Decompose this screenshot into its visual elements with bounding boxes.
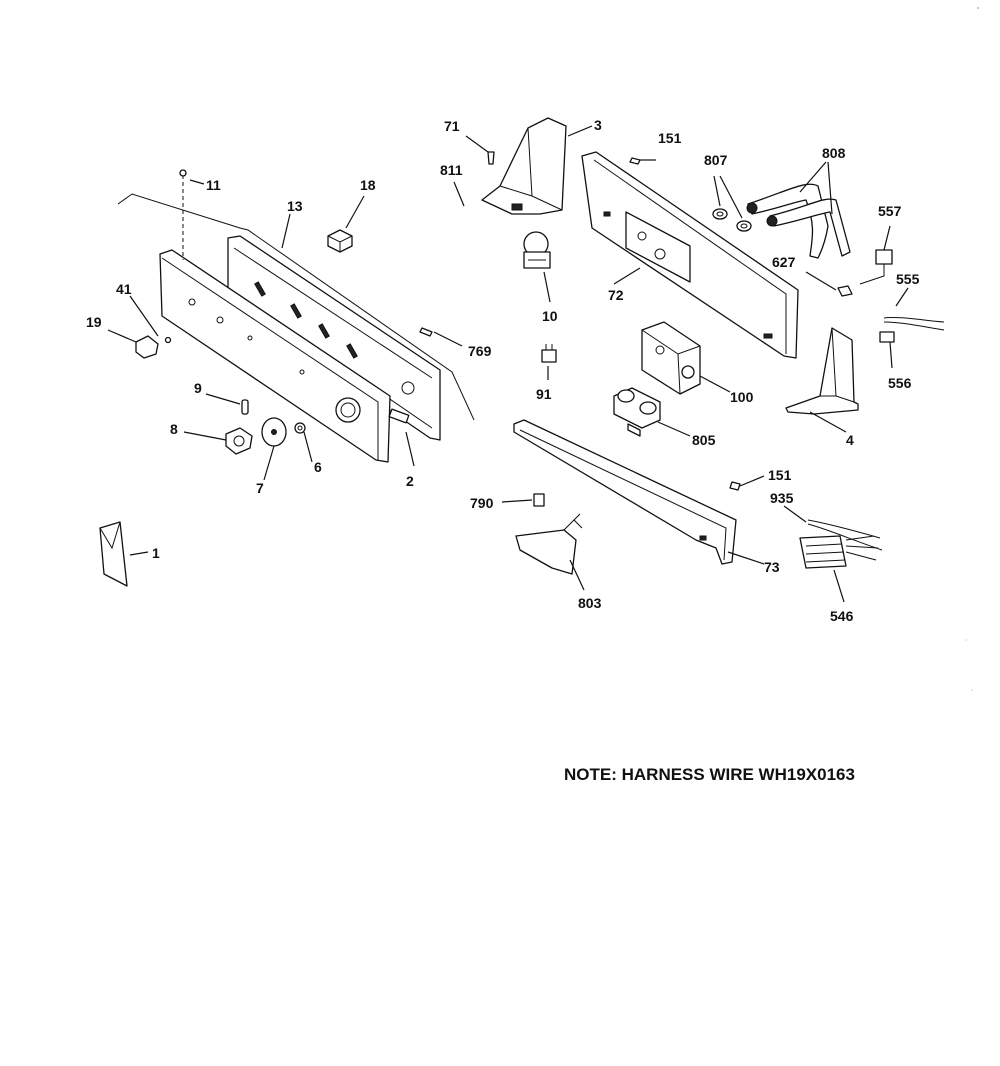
part-19-knob — [135, 335, 172, 359]
callout-556: 556 — [888, 375, 912, 391]
callout-803: 803 — [578, 595, 602, 611]
callout-151-bottom: 151 — [768, 467, 792, 483]
callout-555: 555 — [896, 271, 920, 287]
callout-805: 805 — [692, 432, 716, 448]
part-627-clip — [837, 285, 853, 297]
part-9-clip — [241, 399, 249, 415]
part-71-screw — [487, 151, 495, 165]
callout-71: 71 — [444, 118, 460, 134]
part-807-washers — [712, 208, 752, 232]
callout-6: 6 — [314, 459, 322, 475]
console-outline — [117, 193, 475, 421]
part-557-switch — [859, 249, 893, 285]
part-2-control-panel — [159, 249, 410, 463]
part-151-screw-bottom — [729, 481, 741, 491]
callout-labels: 1 2 3 4 6 7 8 9 10 11 13 18 19 41 71 72 … — [86, 117, 920, 624]
callout-811: 811 — [440, 162, 463, 178]
callout-8: 8 — [170, 421, 178, 437]
part-1-manual — [99, 521, 128, 587]
part-6-nut — [294, 422, 306, 434]
callout-557: 557 — [878, 203, 902, 219]
callout-769: 769 — [468, 343, 492, 359]
scan-specks — [965, 7, 979, 691]
callout-100: 100 — [730, 389, 754, 405]
part-11-screw — [179, 169, 187, 260]
callout-546: 546 — [830, 608, 854, 624]
part-8-knob — [225, 427, 253, 455]
callout-808: 808 — [822, 145, 846, 161]
callout-19: 19 — [86, 314, 102, 330]
part-790-clip — [533, 493, 545, 507]
part-72-backsplash — [581, 151, 799, 359]
callout-72: 72 — [608, 287, 624, 303]
callout-807: 807 — [704, 152, 728, 168]
callout-73: 73 — [764, 559, 780, 575]
callout-1: 1 — [152, 545, 160, 561]
part-18-clip — [327, 229, 353, 253]
part-73-mounting-bracket — [513, 419, 737, 565]
callout-4: 4 — [846, 432, 854, 448]
part-808-hoses — [746, 183, 851, 259]
part-3-end-cap — [481, 117, 567, 215]
callout-91: 91 — [536, 386, 552, 402]
callout-41: 41 — [116, 281, 132, 297]
harness-note: NOTE: HARNESS WIRE WH19X0163 — [564, 765, 855, 784]
callout-11: 11 — [206, 177, 221, 193]
part-546-harness — [799, 535, 879, 569]
part-803-dispenser — [515, 513, 583, 575]
part-556-connector — [879, 331, 895, 343]
callout-627: 627 — [772, 254, 796, 270]
callout-9: 9 — [194, 380, 202, 396]
callout-151-top: 151 — [658, 130, 682, 146]
callout-3: 3 — [594, 117, 602, 133]
part-10-pressure-switch — [523, 231, 551, 269]
callout-2: 2 — [406, 473, 414, 489]
part-555-wires — [883, 317, 945, 331]
part-769-screw — [419, 327, 433, 337]
callout-790: 790 — [470, 495, 494, 511]
part-811-tube-inner — [455, 208, 513, 230]
callout-13: 13 — [287, 198, 303, 214]
callout-935: 935 — [770, 490, 794, 506]
part-91-switch — [541, 344, 557, 363]
part-100-timer — [641, 321, 701, 395]
callout-7: 7 — [256, 480, 264, 496]
part-805-inlet-valve — [613, 387, 661, 437]
part-4-end-cap — [785, 327, 859, 415]
callout-18: 18 — [360, 177, 376, 193]
part-151-screw-top — [629, 157, 641, 165]
part-7-dial — [261, 417, 287, 447]
leader-lines — [107, 125, 909, 603]
callout-10: 10 — [542, 308, 558, 324]
